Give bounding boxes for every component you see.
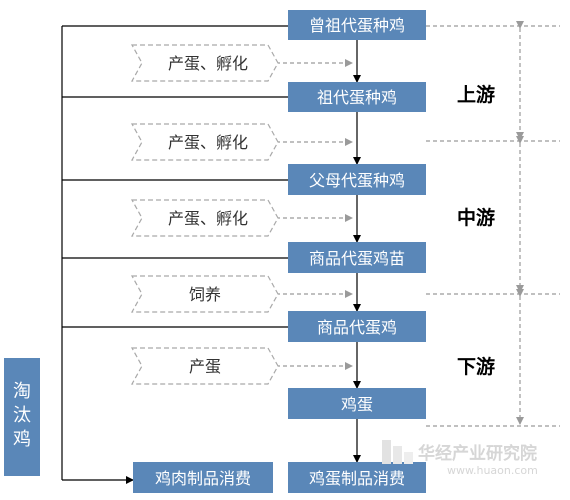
node-great-grandparent: 曾祖代蛋种鸡 xyxy=(288,10,426,40)
node-label-egg-products: 鸡蛋制品消费 xyxy=(309,469,405,488)
culled-hen-box: 淘 汰 鸡 xyxy=(4,358,40,476)
node-grandparent: 祖代蛋种鸡 xyxy=(288,82,426,112)
watermark: 华经产业研究院 www.huaon.com xyxy=(382,440,538,477)
stage-label-upstream: 上游 xyxy=(457,83,495,106)
process-connectors xyxy=(276,59,353,370)
watermark-logo-icon xyxy=(382,440,413,464)
culled-hen-feedback-lines xyxy=(61,25,288,484)
process-label-1: 产蛋、孵化 xyxy=(168,54,248,73)
node-label-commercial-chick: 商品代蛋鸡苗 xyxy=(309,249,405,268)
process-label-4: 饲养 xyxy=(189,285,221,304)
stage-label-downstream: 下游 xyxy=(457,355,495,378)
side-char-1: 淘 xyxy=(13,381,31,402)
stage-dividers xyxy=(426,21,560,427)
watermark-url: www.huaon.com xyxy=(447,464,538,477)
process-label-2: 产蛋、孵化 xyxy=(168,133,248,152)
side-char-2: 汰 xyxy=(13,405,31,426)
node-label-commercial-hen: 商品代蛋鸡 xyxy=(317,318,397,337)
node-commercial-hen: 商品代蛋鸡 xyxy=(288,311,426,342)
side-char-3: 鸡 xyxy=(13,429,31,450)
process-chevron-4: 饲养 xyxy=(130,275,279,313)
node-parent: 父母代蛋种鸡 xyxy=(288,164,426,195)
process-chevron-5: 产蛋 xyxy=(130,347,279,385)
node-egg: 鸡蛋 xyxy=(288,388,426,419)
watermark-name: 华经产业研究院 xyxy=(418,443,537,464)
node-label-egg: 鸡蛋 xyxy=(341,395,373,414)
process-chevron-1: 产蛋、孵化 xyxy=(130,44,279,82)
node-egg-products: 鸡蛋制品消费 xyxy=(288,462,426,493)
node-label-great-grandparent: 曾祖代蛋种鸡 xyxy=(309,16,405,35)
process-chevron-3: 产蛋、孵化 xyxy=(130,199,279,237)
process-chevron-2: 产蛋、孵化 xyxy=(130,123,279,161)
stage-label-midstream: 中游 xyxy=(457,206,495,229)
node-label-parent: 父母代蛋种鸡 xyxy=(309,171,405,190)
node-commercial-chick: 商品代蛋鸡苗 xyxy=(288,242,426,273)
node-meat-products: 鸡肉制品消费 xyxy=(133,462,273,493)
node-label-meat-products: 鸡肉制品消费 xyxy=(155,469,251,488)
process-label-3: 产蛋、孵化 xyxy=(168,209,248,228)
node-label-grandparent: 祖代蛋种鸡 xyxy=(317,88,397,107)
process-label-5: 产蛋 xyxy=(189,357,221,376)
